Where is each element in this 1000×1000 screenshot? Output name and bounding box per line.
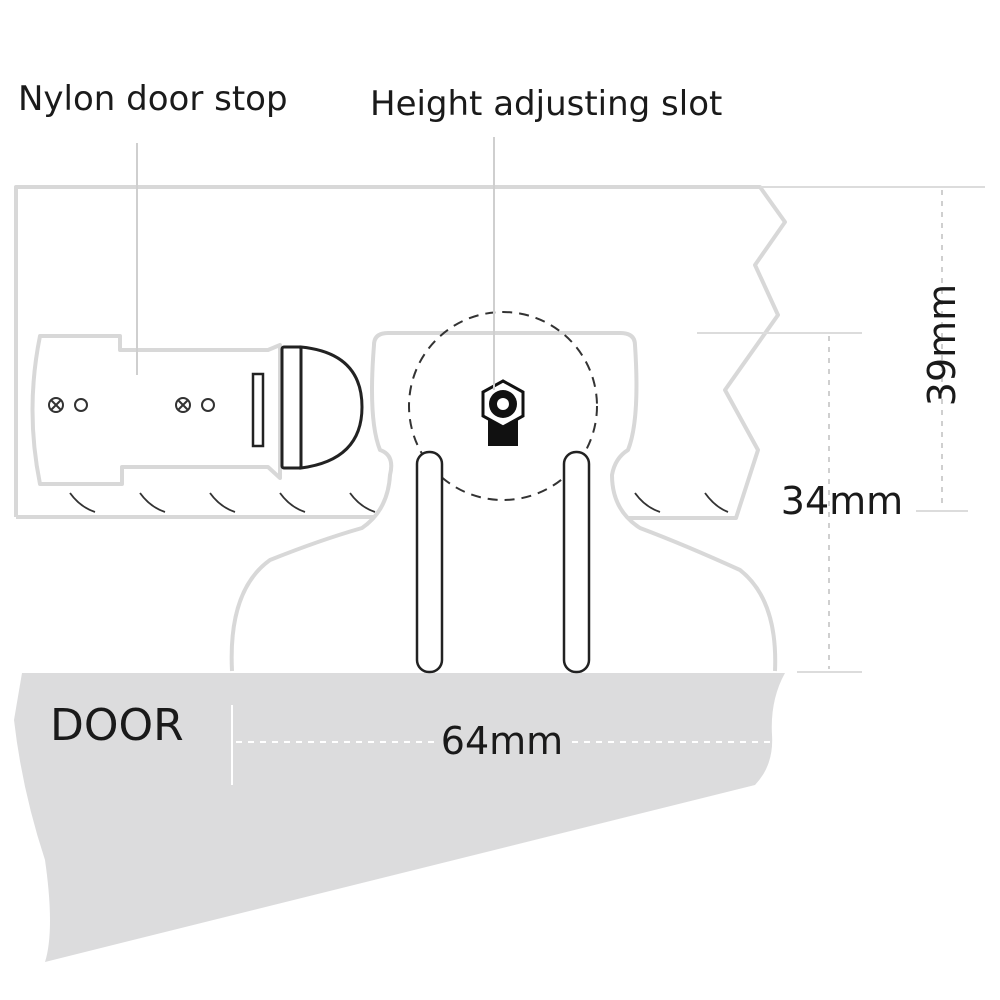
floor-hatching [69, 492, 729, 513]
door-panel [14, 673, 785, 962]
screw-hole-icon [74, 398, 88, 412]
adjustment-range-circle [408, 311, 598, 501]
label-height-slot: Height adjusting slot [370, 84, 722, 124]
wall-base-outline [14, 185, 787, 520]
stop-housing [30, 334, 282, 486]
grab-bar-right [562, 450, 591, 674]
label-door: DOOR [50, 700, 184, 751]
hex-nut-icon [481, 379, 525, 446]
label-nylon-stop: Nylon door stop [18, 79, 288, 119]
grab-bar-left [415, 450, 444, 674]
screw-hole-icon [201, 398, 215, 412]
dim-label-64: 64mm [441, 719, 563, 763]
dim-label-39: 39mm [920, 284, 964, 406]
mounting-bracket [229, 331, 778, 672]
dim-label-34: 34mm [781, 479, 903, 523]
stop-plate [251, 372, 265, 448]
dim-64-text-backdrop [436, 720, 566, 760]
screw-icon [48, 397, 64, 413]
screw-icon [175, 397, 191, 413]
nylon-stop-cap [280, 345, 303, 470]
nylon-stop-dome [299, 345, 364, 470]
